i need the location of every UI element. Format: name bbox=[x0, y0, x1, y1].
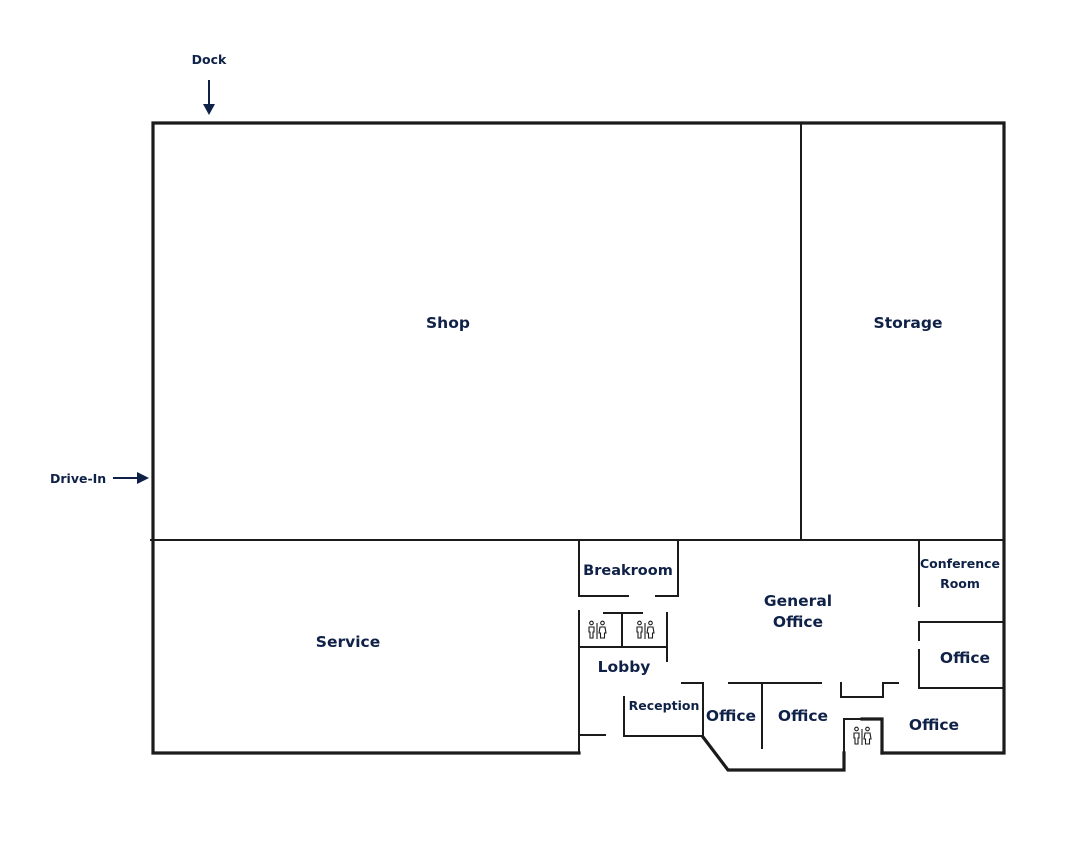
room-label-conference-line1: Conference bbox=[920, 556, 1000, 571]
room-label-breakroom: Breakroom bbox=[583, 563, 673, 579]
room-label-lobby: Lobby bbox=[598, 658, 651, 676]
exterior-walls bbox=[151, 121, 1006, 772]
room-label-office-bottom-2: Office bbox=[778, 707, 828, 725]
dock-arrow-icon bbox=[203, 80, 215, 115]
room-label-storage: Storage bbox=[874, 314, 943, 332]
room-label-conference-line2: Room bbox=[940, 576, 980, 591]
dock-label: Dock bbox=[192, 52, 227, 67]
room-label-service: Service bbox=[316, 633, 380, 651]
drive-in-arrow-icon bbox=[113, 472, 149, 484]
room-label-office-bottom-1: Office bbox=[706, 707, 756, 725]
room-label-general-office-line1: General bbox=[764, 592, 832, 610]
drive-in-label: Drive-In bbox=[50, 471, 106, 486]
restroom-icon bbox=[588, 620, 607, 639]
restroom-icon bbox=[853, 726, 872, 745]
room-label-office-upper-right: Office bbox=[940, 649, 990, 667]
room-label-shop: Shop bbox=[426, 314, 470, 332]
room-label-reception: Reception bbox=[629, 698, 700, 713]
room-label-office-bottom-right: Office bbox=[909, 716, 959, 734]
interior-walls bbox=[150, 124, 1003, 754]
room-label-general-office-line2: Office bbox=[773, 613, 823, 631]
restroom-icon bbox=[636, 620, 655, 639]
